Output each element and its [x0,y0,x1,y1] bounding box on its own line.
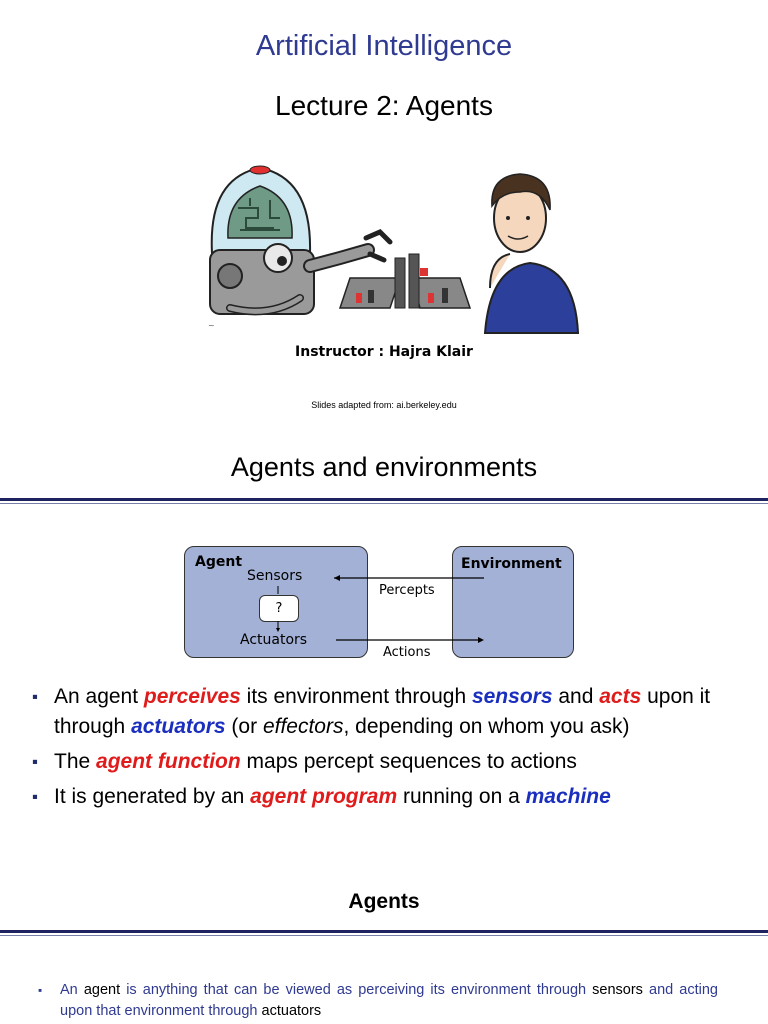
slide-title: Artificial Intelligence [255,30,513,62]
percepts-label: Percepts [379,583,435,598]
section-title: Agents and environments [230,452,538,482]
divider-thin [0,935,768,936]
divider-thin [0,503,768,504]
slide-subtitle: Lecture 2: Agents [275,90,493,121]
agents-title: Agents [348,890,420,913]
bullet-list: An agent perceives its environment throu… [32,682,762,817]
instructor-name: Instructor : Hajra Klair [295,344,473,360]
divider [0,498,768,501]
diagram-arrows [276,575,484,643]
robot-figure: ~ [208,165,393,330]
agent-label: Agent [195,554,243,570]
environment-label: Environment [461,556,562,572]
actions-label: Actions [383,645,431,660]
robot-human-chess-illustration: ~ [208,165,580,334]
sensors-label: Sensors [247,568,303,584]
bullet-agent-program: It is generated by an agent program runn… [32,782,762,812]
chess-boards [338,253,472,309]
bullet-perceives: An agent perceives its environment throu… [32,682,762,742]
agents-definition-list: An agent is anything that can be viewed … [38,980,718,1022]
agent-definition: An agent is anything that can be viewed … [38,980,718,1022]
slide-credit: Slides adapted from: ai.berkeley.edu [311,400,457,410]
agent-function-box: ? [259,595,299,622]
environment-box [452,546,574,658]
bullet-agent-function: The agent function maps percept sequence… [32,747,762,777]
divider [0,930,768,933]
actuators-label: Actuators [240,632,308,648]
human-figure [483,173,580,334]
svg-text:~: ~ [208,321,215,330]
